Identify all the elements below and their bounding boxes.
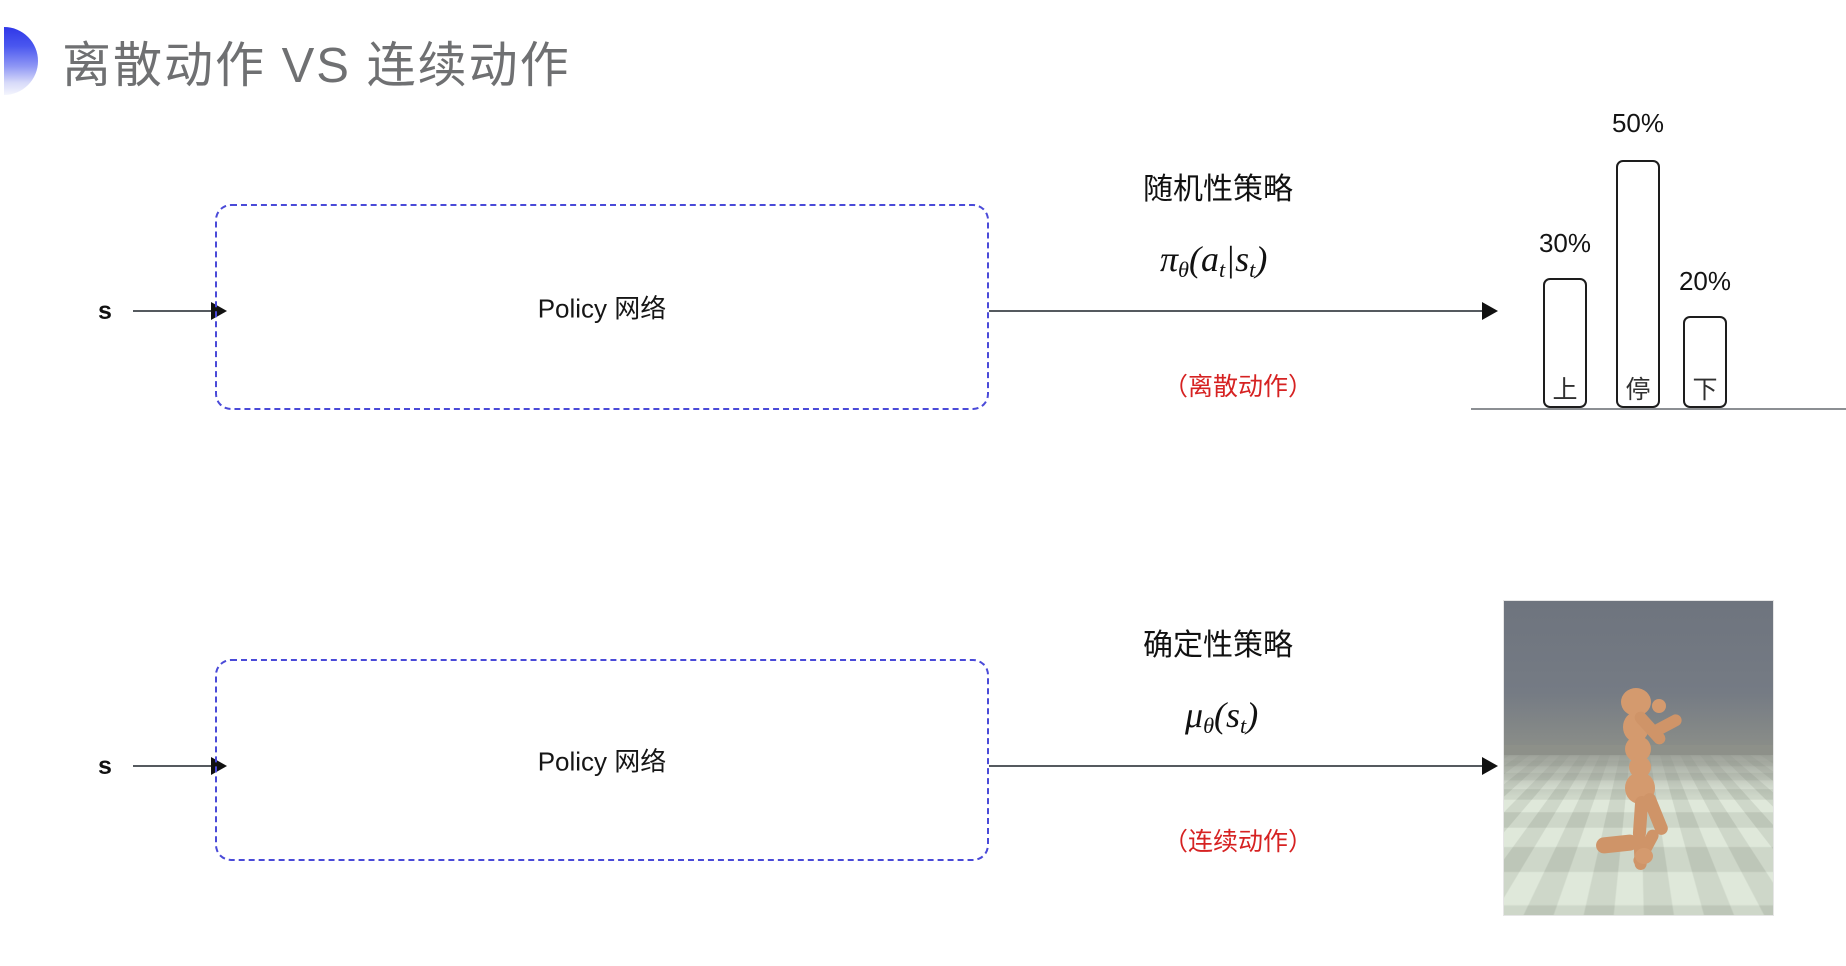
policy-network-box-discrete[interactable]: Policy 网络 [215,204,989,410]
policy-network-label-continuous: Policy 网络 [537,746,667,777]
annotation-formula-stochastic: πθ(at|st) [1160,238,1267,283]
bar-value-1: 50% [1611,108,1665,138]
chart-x-axis [1471,408,1846,410]
bar-chart: 30% 上 50% 停 20% 下 [1471,108,1846,410]
policy-network-label-discrete: Policy 网络 [537,293,667,324]
bar-2[interactable] [1683,316,1727,408]
bar-1[interactable] [1616,160,1660,408]
bar-category-0: 上 [1552,376,1578,404]
humanoid-head [1621,688,1651,716]
formula-theta: θ [1178,257,1190,283]
formula-mu: μ [1185,695,1204,735]
output-arrow-line-continuous [989,765,1486,767]
half-circle-gradient-icon [4,27,38,95]
formula-sub-t-2: t [1240,713,1247,739]
annotation-title-stochastic: 随机性策略 [1143,173,1293,206]
humanoid-left-foot [1635,848,1653,864]
formula-close: ) [1255,239,1268,279]
formula-sub-t2: t [1249,257,1256,283]
formula-open-a: (a [1189,239,1220,279]
formula-theta-2: θ [1203,713,1215,739]
bar-0[interactable] [1543,278,1587,408]
output-arrow-head-discrete [1482,302,1498,320]
bar-value-2: 20% [1678,266,1732,296]
formula-open-s: (s [1214,695,1241,735]
humanoid-left-hand [1652,699,1666,713]
output-arrow-head-continuous [1482,757,1498,775]
input-label-s-continuous: s [98,752,112,780]
formula-pi: π [1160,239,1179,279]
annotation-title-deterministic: 确定性策略 [1143,629,1293,662]
annotation-note-discrete: （离散动作） [1163,373,1314,401]
formula-sub-t1: t [1219,257,1226,283]
policy-network-box-continuous[interactable]: Policy 网络 [215,659,989,861]
formula-pipe-s: |s [1225,239,1250,279]
page-title: 离散动作 VS 连续动作 [62,39,571,93]
bar-category-1: 停 [1625,376,1651,404]
annotation-note-continuous: （连续动作） [1163,828,1314,856]
formula-close-2: ) [1246,695,1259,735]
annotation-formula-deterministic: μθ(st) [1185,694,1258,739]
output-arrow-line-discrete [989,310,1486,312]
input-arrow-line-continuous [133,765,219,767]
humanoid-simulation-image [1503,600,1774,916]
bar-category-2: 下 [1692,376,1718,404]
input-label-s-discrete: s [98,297,112,325]
bar-value-0: 30% [1538,228,1592,258]
input-arrow-line-discrete [133,310,219,312]
